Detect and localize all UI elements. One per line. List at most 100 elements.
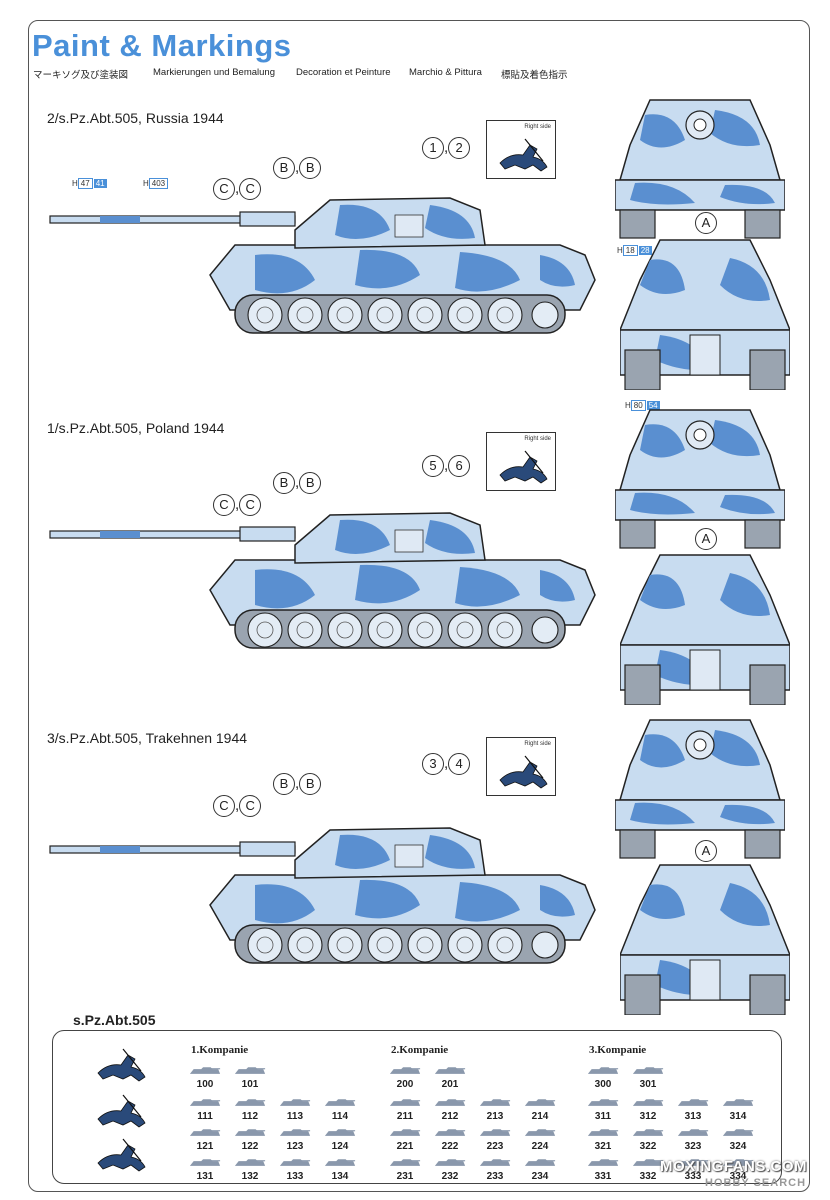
subtitle-french: Decoration et Peinture xyxy=(296,67,391,78)
tank-silhouette-icon xyxy=(479,1129,511,1136)
tank-silhouette-icon xyxy=(324,1159,356,1166)
tank-silhouette-icon xyxy=(279,1159,311,1166)
tank-silhouette-icon xyxy=(389,1067,421,1074)
turret-number-label: 331 xyxy=(594,1171,612,1182)
tank-silhouette-icon xyxy=(389,1129,421,1136)
turret-number-item: 324 xyxy=(716,1127,760,1155)
tank-silhouette-icon xyxy=(524,1129,556,1136)
turret-number-item: 331 xyxy=(581,1157,625,1185)
callout-decal-2: 5,6 xyxy=(422,455,471,477)
turret-number-item: 312 xyxy=(626,1097,670,1125)
turret-number-label: 312 xyxy=(639,1111,657,1122)
turret-number-label: 131 xyxy=(196,1171,214,1182)
tank-front-view-2 xyxy=(615,409,785,549)
page-frame xyxy=(28,20,810,1192)
tank-silhouette-icon xyxy=(587,1099,619,1106)
watermark-brand: HOBBY SEARCH xyxy=(705,1177,807,1189)
callout-a-1: A xyxy=(695,212,717,234)
callout-c-2: C,C xyxy=(213,494,262,516)
turret-number-item: 200 xyxy=(383,1065,427,1093)
turret-number-label: 333 xyxy=(684,1171,702,1182)
turret-number-label: 321 xyxy=(594,1141,612,1152)
turret-number-item: 212 xyxy=(428,1097,472,1125)
tank-silhouette-icon xyxy=(434,1129,466,1136)
turret-number-label: 111 xyxy=(197,1111,213,1122)
callout-c-1: C,C xyxy=(213,178,262,200)
callout-b-2: B,B xyxy=(273,472,322,494)
turret-number-label: 300 xyxy=(594,1079,612,1090)
turret-number-item: 113 xyxy=(273,1097,317,1125)
turret-number-item: 213 xyxy=(473,1097,517,1125)
knight-emblem-blue-icon xyxy=(97,1048,146,1082)
turret-number-label: 324 xyxy=(729,1141,747,1152)
tank-silhouette-icon xyxy=(279,1099,311,1106)
company-heading: 1.Kompanie xyxy=(191,1044,249,1056)
turret-number-item: 322 xyxy=(626,1127,670,1155)
tank-silhouette-icon xyxy=(632,1129,664,1136)
turret-number-item: 233 xyxy=(473,1157,517,1185)
tank-silhouette-icon xyxy=(722,1129,754,1136)
callout-c-3: C,C xyxy=(213,795,262,817)
knight-emblem-white-icon xyxy=(97,1138,146,1172)
turret-number-item: 313 xyxy=(671,1097,715,1125)
tank-front-view-3 xyxy=(615,719,785,859)
turret-number-label: 113 xyxy=(286,1111,304,1122)
tank-silhouette-icon xyxy=(632,1067,664,1074)
tank-side-view-2 xyxy=(49,512,596,649)
tank-rear-view-3 xyxy=(620,864,790,1015)
turret-number-label: 200 xyxy=(396,1079,414,1090)
turret-number-label: 121 xyxy=(196,1141,214,1152)
tank-silhouette-icon xyxy=(434,1099,466,1106)
tank-silhouette-icon xyxy=(524,1159,556,1166)
turret-number-label: 232 xyxy=(441,1171,459,1182)
tank-silhouette-icon xyxy=(189,1159,221,1166)
turret-number-item: 214 xyxy=(518,1097,562,1125)
turret-number-label: 134 xyxy=(331,1171,349,1182)
turret-number-label: 311 xyxy=(594,1111,612,1122)
turret-number-label: 314 xyxy=(729,1111,747,1122)
company-heading: 3.Kompanie xyxy=(589,1044,647,1056)
turret-number-item: 201 xyxy=(428,1065,472,1093)
turret-number-item: 314 xyxy=(716,1097,760,1125)
turret-number-label: 122 xyxy=(241,1141,259,1152)
turret-number-label: 221 xyxy=(396,1141,414,1152)
tank-side-view-1 xyxy=(49,197,596,334)
turret-number-item: 133 xyxy=(273,1157,317,1185)
turret-number-item: 124 xyxy=(318,1127,362,1155)
watermark-site: MOXINGFANS.COM xyxy=(660,1158,808,1175)
callout-decal-1: 1,2 xyxy=(422,137,471,159)
turret-number-item: 114 xyxy=(318,1097,362,1125)
emblem-detail-3: Right side xyxy=(486,737,556,796)
subtitle-italian: Marchio & Pittura xyxy=(409,67,482,78)
turret-number-item: 234 xyxy=(518,1157,562,1185)
turret-number-label: 313 xyxy=(684,1111,702,1122)
tank-silhouette-icon xyxy=(434,1067,466,1074)
turret-number-item: 134 xyxy=(318,1157,362,1185)
subtitle-chinese: 標貼及着色指示 xyxy=(501,70,568,81)
tank-silhouette-icon xyxy=(234,1129,266,1136)
turret-number-item: 321 xyxy=(581,1127,625,1155)
turret-number-label: 123 xyxy=(286,1141,304,1152)
turret-number-label: 100 xyxy=(196,1079,214,1090)
turret-number-item: 122 xyxy=(228,1127,272,1155)
turret-number-label: 112 xyxy=(241,1111,259,1122)
tank-rear-view-2 xyxy=(620,554,790,705)
tank-silhouette-icon xyxy=(632,1099,664,1106)
turret-number-label: 224 xyxy=(531,1141,549,1152)
turret-number-item: 232 xyxy=(428,1157,472,1185)
turret-number-item: 112 xyxy=(228,1097,272,1125)
turret-number-item: 301 xyxy=(626,1065,670,1093)
callout-b-3: B,B xyxy=(273,773,322,795)
emblem-detail-2: Right side xyxy=(486,432,556,491)
turret-number-item: 223 xyxy=(473,1127,517,1155)
tank-silhouette-icon xyxy=(434,1159,466,1166)
turret-number-label: 124 xyxy=(331,1141,349,1152)
tank-silhouette-icon xyxy=(587,1129,619,1136)
turret-number-label: 323 xyxy=(684,1141,702,1152)
turret-number-item: 121 xyxy=(183,1127,227,1155)
tank-silhouette-icon xyxy=(234,1159,266,1166)
tank-silhouette-icon xyxy=(722,1099,754,1106)
